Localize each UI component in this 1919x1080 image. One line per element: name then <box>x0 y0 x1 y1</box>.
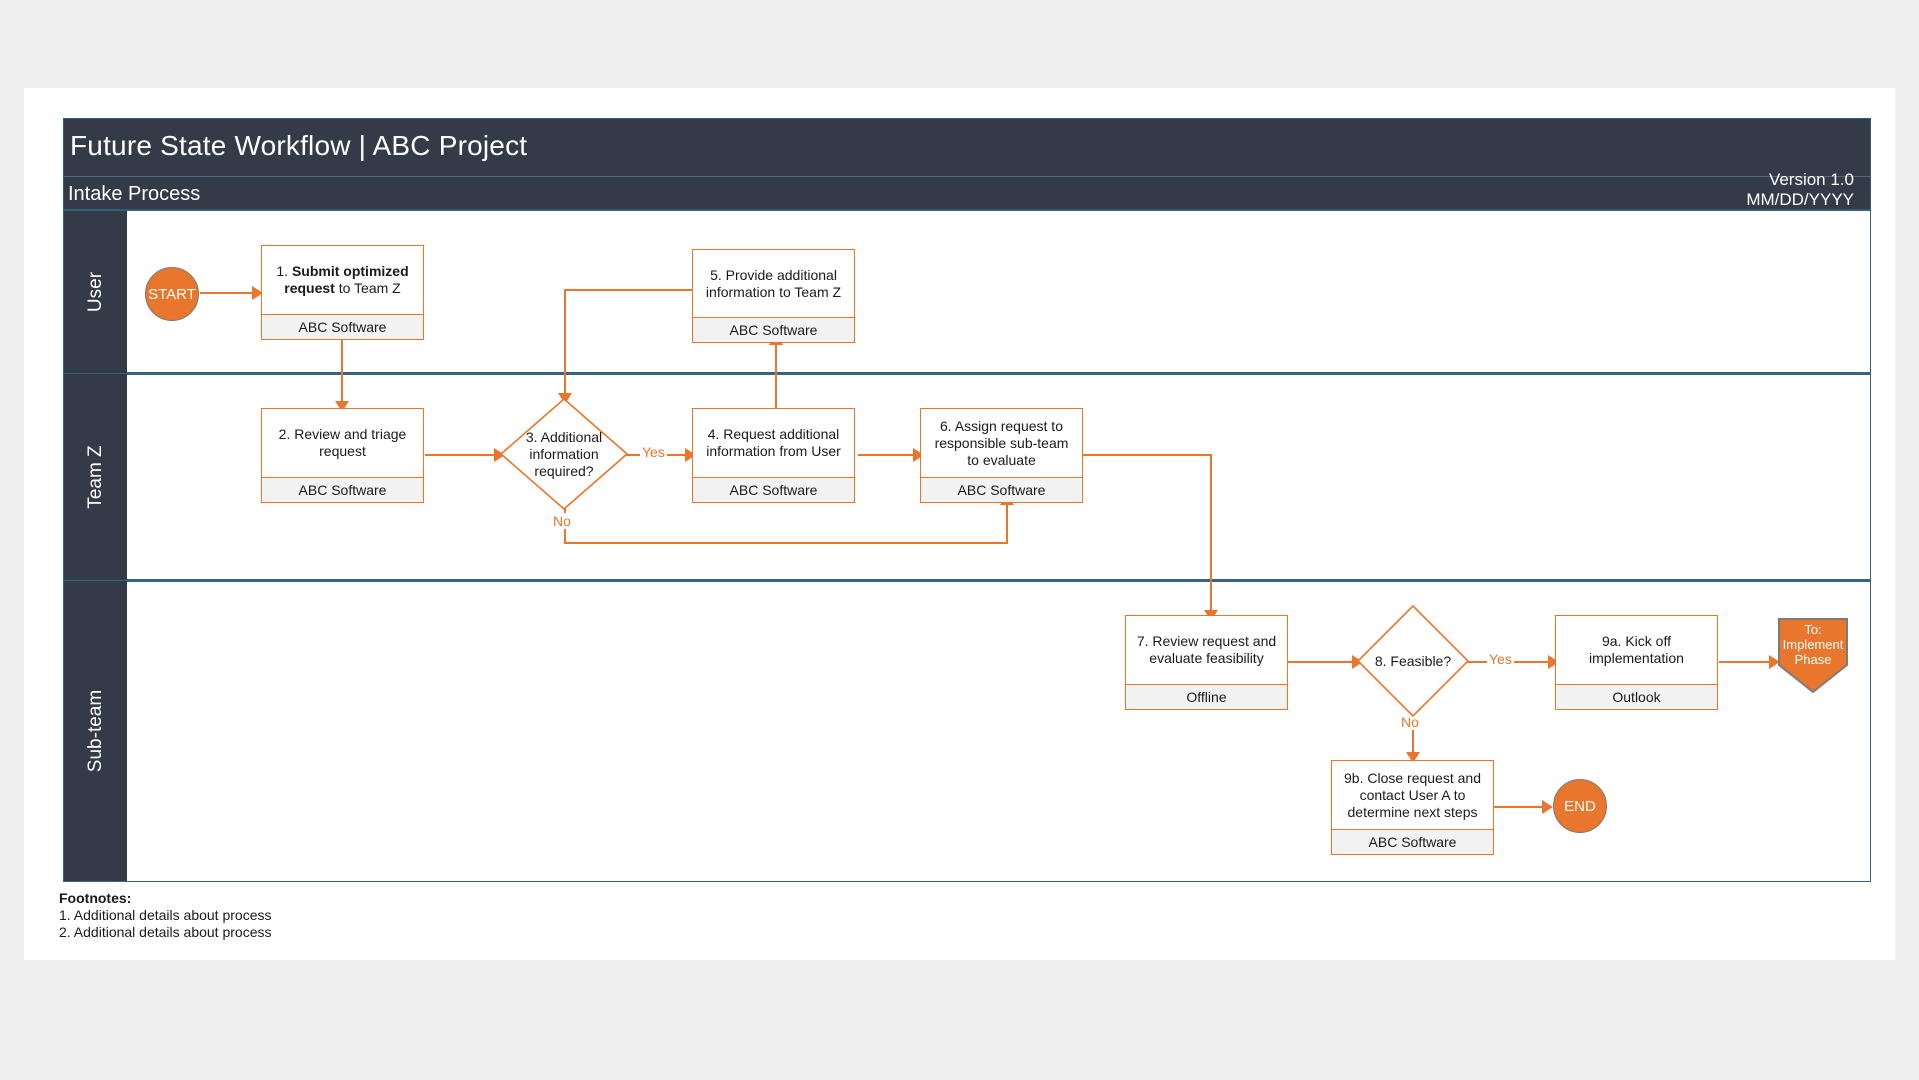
end-terminator[interactable]: END <box>1553 779 1607 833</box>
process-node-6-system: ABC Software <box>921 477 1082 502</box>
offpage-connector-implement-phase[interactable]: To: Implement Phase <box>1777 617 1849 694</box>
end-label: END <box>1564 797 1596 815</box>
arrowhead-8-yes-to-9a <box>1548 655 1559 669</box>
lane-label-subteam: Sub-team <box>84 689 106 773</box>
arrowhead-5-to-3 <box>558 393 572 404</box>
process-node-1-system: ABC Software <box>262 314 423 339</box>
edge-label-no-8: No <box>1399 714 1421 730</box>
connector-6-to-7-horizontal <box>1082 454 1212 456</box>
connector-9a-to-offpage <box>1719 661 1775 663</box>
process-node-7-system: Offline <box>1126 684 1287 709</box>
date-label: MM/DD/YYYY <box>1746 190 1854 209</box>
process-node-2[interactable]: 2. Review and triage request ABC Softwar… <box>261 408 424 503</box>
process-node-1[interactable]: 1. Submit optimized request to Team Z AB… <box>261 245 424 340</box>
start-label: START <box>148 285 196 303</box>
connector-3-no-horizontal <box>564 542 1008 544</box>
arrowhead-start-to-1 <box>252 286 263 300</box>
process-node-7-text: 7. Review request and evaluate feasibili… <box>1136 633 1277 666</box>
footnote-item: 2. Additional details about process <box>59 924 272 940</box>
footnotes-title: Footnotes: <box>59 890 132 906</box>
start-terminator[interactable]: START <box>145 267 199 321</box>
page-title: Future State Workflow | ABC Project <box>70 130 528 161</box>
connector-4-to-6 <box>858 454 920 456</box>
lane-divider-1 <box>127 372 1870 375</box>
arrowhead-8-no-to-9b <box>1406 752 1420 763</box>
diagram-header <box>63 118 1871 210</box>
arrowhead-1-to-2 <box>335 401 349 412</box>
connector-start-to-1 <box>200 292 258 294</box>
process-node-9a-system: Outlook <box>1556 684 1717 709</box>
connector-1-to-2 <box>341 340 343 408</box>
node-1-bold: Submit optimized request <box>284 263 409 296</box>
node-1-suffix: to Team Z <box>334 280 401 296</box>
process-node-1-text: 1. Submit optimized request to Team Z <box>262 246 423 314</box>
process-node-2-system: ABC Software <box>262 477 423 502</box>
arrowhead-9b-to-end <box>1542 800 1553 814</box>
footnote-item: 1. Additional details about process <box>59 907 272 923</box>
lane-divider-2 <box>127 579 1870 582</box>
lane-header-subteam: Sub-team <box>64 581 127 881</box>
arrowhead-3-yes-to-4 <box>685 448 696 462</box>
connector-5-to-3-vertical <box>564 289 566 400</box>
edge-label-yes-3: Yes <box>640 444 667 460</box>
lane-header-user: User <box>64 211 127 374</box>
process-node-7[interactable]: 7. Review request and evaluate feasibili… <box>1125 615 1288 710</box>
process-node-4-text: 4. Request additional information from U… <box>706 426 841 459</box>
arrowhead-9a-to-offpage <box>1769 655 1780 669</box>
edge-label-yes-8: Yes <box>1487 651 1514 667</box>
lane-header-teamz: Team Z <box>64 374 127 581</box>
process-node-5-system: ABC Software <box>693 317 854 342</box>
process-node-4-system: ABC Software <box>693 477 854 502</box>
node-1-prefix: 1. <box>276 263 292 279</box>
process-node-5[interactable]: 5. Provide additional information to Tea… <box>692 249 855 343</box>
version-block: Version 1.0 MM/DD/YYYY <box>1746 170 1854 210</box>
arrowhead-2-to-3 <box>494 448 505 462</box>
decision-node-3-text: 3. Additional information required? <box>525 428 603 479</box>
decision-node-8-text: 8. Feasible? <box>1374 652 1452 669</box>
page-subtitle: Intake Process <box>68 183 201 205</box>
decision-node-8[interactable]: 8. Feasible? <box>1357 605 1469 717</box>
connector-2-to-3 <box>425 454 500 456</box>
connector-7-to-8 <box>1288 661 1358 663</box>
connector-3-no-up <box>1006 500 1008 544</box>
connector-8-no-to-9b <box>1412 707 1414 760</box>
process-node-9b-system: ABC Software <box>1332 829 1493 854</box>
connector-4-to-5 <box>775 340 777 430</box>
connector-6-to-7-vertical <box>1210 454 1212 618</box>
version-label: Version 1.0 <box>1768 170 1854 189</box>
lane-label-teamz: Team Z <box>84 445 106 509</box>
process-node-6[interactable]: 6. Assign request to responsible sub-tea… <box>920 408 1083 503</box>
header-divider <box>63 176 1871 177</box>
process-node-5-text: 5. Provide additional information to Tea… <box>705 266 842 300</box>
lane-label-user: User <box>84 271 106 313</box>
offpage-connector-text: To: Implement Phase <box>1782 622 1844 668</box>
arrowhead-4-to-6 <box>913 448 924 462</box>
process-node-9b[interactable]: 9b. Close request and contact User A to … <box>1331 760 1494 855</box>
connector-5-to-3-horizontal <box>564 289 693 291</box>
decision-node-3[interactable]: 3. Additional information required? <box>500 398 628 510</box>
process-node-9a-text: 9a. Kick off implementation <box>1589 633 1684 666</box>
arrowhead-7-to-8 <box>1352 655 1363 669</box>
edge-label-no-3: No <box>551 513 573 529</box>
process-node-6-text: 6. Assign request to responsible sub-tea… <box>934 417 1069 468</box>
connector-9b-to-end <box>1494 806 1548 808</box>
process-node-9b-text: 9b. Close request and contact User A to … <box>1344 769 1481 820</box>
swimlane-frame: User Team Z Sub-team <box>63 210 1871 882</box>
footnotes: Footnotes: 1. Additional details about p… <box>59 890 271 941</box>
process-node-2-text: 2. Review and triage request <box>278 426 407 459</box>
process-node-9a[interactable]: 9a. Kick off implementation Outlook <box>1555 615 1718 710</box>
process-node-4[interactable]: 4. Request additional information from U… <box>692 408 855 503</box>
